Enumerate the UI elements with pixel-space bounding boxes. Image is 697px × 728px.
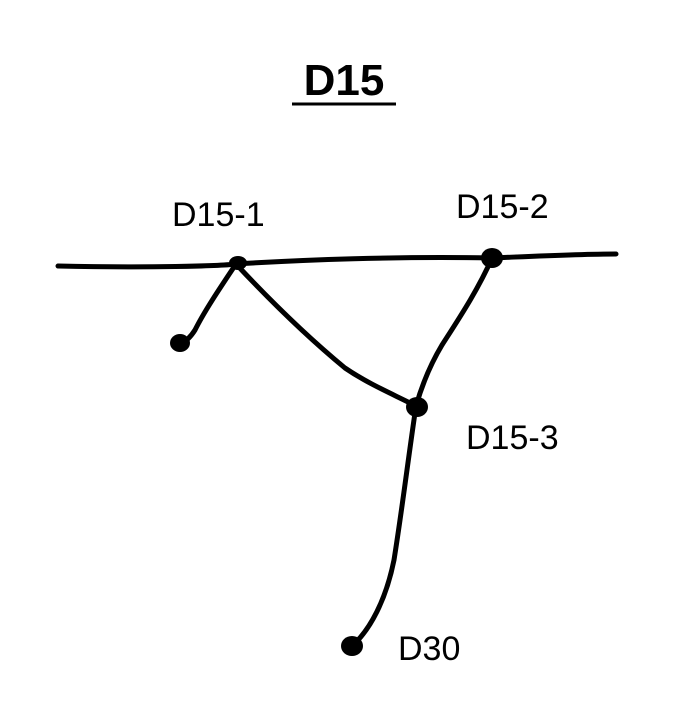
label-d15-2: D15-2 — [456, 188, 549, 226]
branch-d15-1-left — [177, 261, 239, 347]
branch-d15-2-to-d15-3 — [413, 255, 495, 409]
label-d30: D30 — [398, 630, 460, 668]
branch-d15-3-to-d30 — [349, 403, 419, 649]
node-d15-2 — [481, 248, 503, 268]
label-d15-1: D15-1 — [172, 196, 265, 234]
node-left-end — [170, 334, 190, 352]
label-d15-3: D15-3 — [466, 419, 559, 457]
node-d15-3 — [406, 397, 428, 417]
diagram-title: D15 — [304, 56, 385, 105]
node-d30 — [341, 636, 363, 656]
main-line — [55, 251, 619, 270]
node-d15-1 — [229, 256, 247, 270]
branch-d15-1-to-d15-3 — [233, 261, 419, 409]
